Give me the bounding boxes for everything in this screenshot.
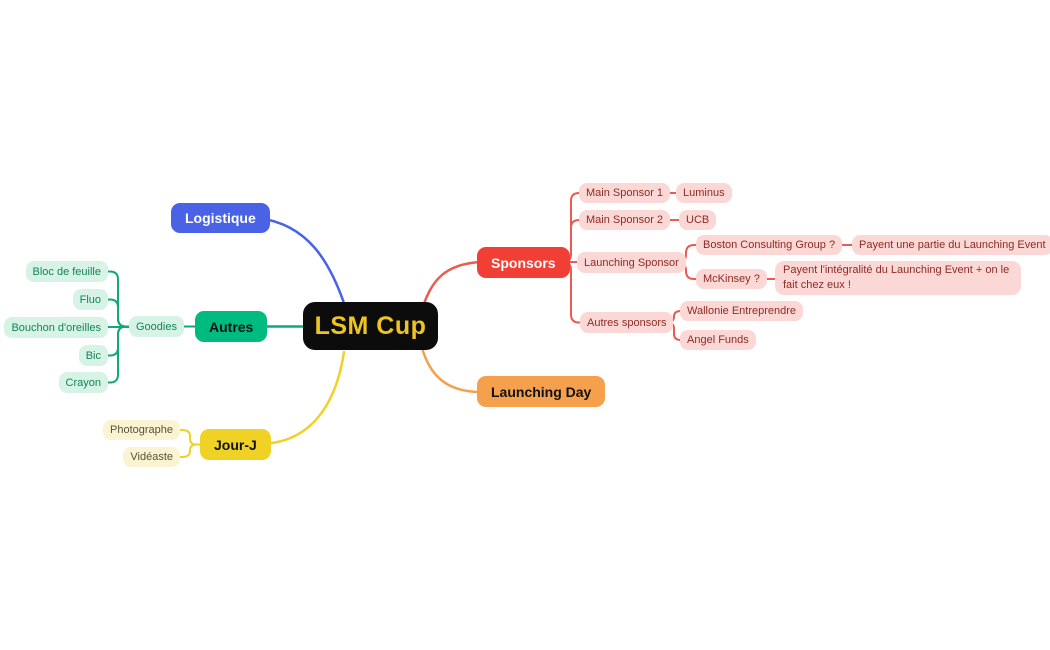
node-autres[interactable]: Autres <box>195 311 268 342</box>
node-jourj-item-videaste[interactable]: Vidéaste <box>123 447 180 467</box>
connector-videaste-jourj <box>175 443 207 458</box>
node-main-sponsor-1[interactable]: Main Sponsor 1 <box>579 183 671 203</box>
node-angel-funds[interactable]: Angel Funds <box>680 330 756 350</box>
node-jourj-item-photographe[interactable]: Photographe <box>103 420 180 440</box>
node-bcg[interactable]: Boston Consulting Group ? <box>696 235 843 255</box>
connector-root-jourj <box>256 350 346 446</box>
node-root-lsm-cup[interactable]: LSM Cup <box>303 302 438 350</box>
node-mckinsey[interactable]: McKinsey ? <box>696 269 767 289</box>
node-goodies[interactable]: Goodies <box>129 316 184 337</box>
connector-root-logistique <box>256 216 347 308</box>
node-sponsors[interactable]: Sponsors <box>477 247 570 278</box>
node-goodies-item-bouchon-oreilles[interactable]: Bouchon d'oreilles <box>4 317 108 338</box>
node-autres-sponsors[interactable]: Autres sponsors <box>580 312 674 333</box>
connector-root-sponsors <box>421 260 483 308</box>
node-wallonie-entreprendre[interactable]: Wallonie Entreprendre <box>680 301 804 321</box>
node-goodies-item-bic[interactable]: Bic <box>78 345 108 366</box>
node-goodies-item-bloc-de-feuille[interactable]: Bloc de feuille <box>25 261 108 282</box>
node-goodies-item-fluo[interactable]: Fluo <box>72 289 108 310</box>
node-launching-sponsor[interactable]: Launching Sponsor <box>577 252 686 273</box>
node-logistique[interactable]: Logistique <box>171 203 270 233</box>
node-main-sponsor-2[interactable]: Main Sponsor 2 <box>579 210 671 230</box>
connector-root-launching-day <box>420 346 483 394</box>
node-ucb[interactable]: UCB <box>679 210 717 230</box>
node-luminus[interactable]: Luminus <box>676 183 732 203</box>
connector-crayon-goodies <box>103 325 136 384</box>
node-mckinsey-note[interactable]: Payent l'intégralité du Launching Event … <box>775 261 1021 295</box>
node-jour-j[interactable]: Jour-J <box>200 429 271 460</box>
node-bcg-note[interactable]: Payent une partie du Launching Event <box>852 235 1050 255</box>
node-goodies-item-crayon[interactable]: Crayon <box>58 372 108 393</box>
node-launching-day[interactable]: Launching Day <box>477 376 606 407</box>
